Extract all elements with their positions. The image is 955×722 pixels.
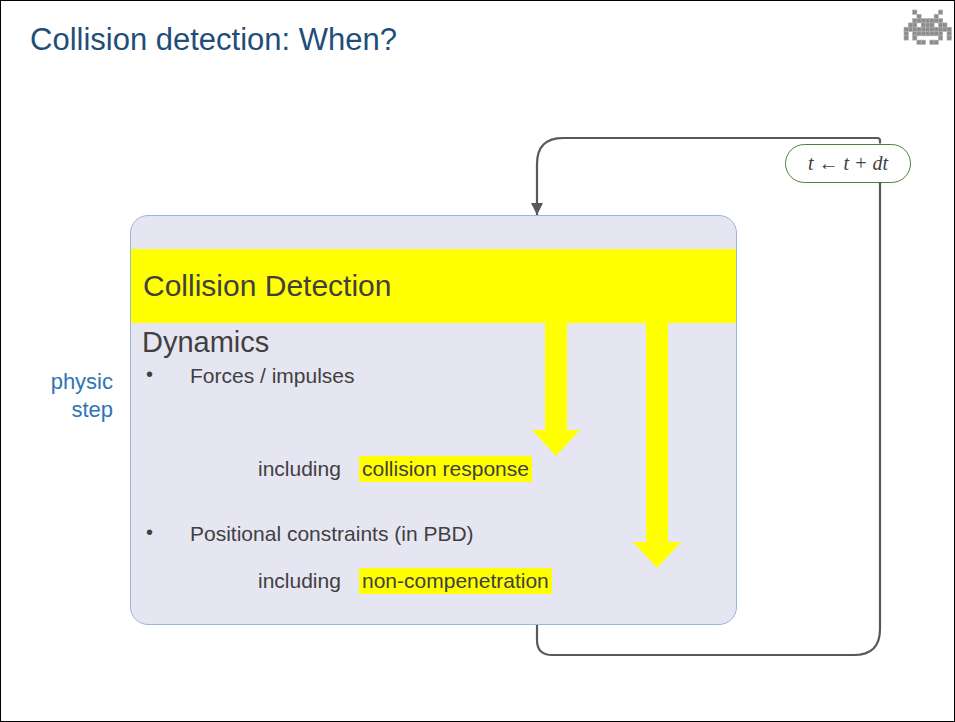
- invader-pixel: [926, 19, 930, 23]
- invader-pixel: [926, 27, 930, 31]
- slide-title: Collision detection: When?: [30, 22, 397, 58]
- node-text: non-compenetration: [362, 569, 549, 593]
- invader-pixel: [917, 27, 921, 31]
- invader-pixel: [934, 32, 938, 36]
- invader-pixel: [930, 23, 934, 27]
- collision-detection-band: Collision Detection: [131, 249, 736, 323]
- body-text: including: [258, 457, 341, 481]
- invader-pixel: [913, 10, 917, 14]
- invader-pixel: [921, 32, 925, 36]
- invader-pixel: [921, 23, 925, 27]
- invader-pixel: [934, 14, 938, 18]
- invader-pixel: [930, 19, 934, 23]
- invader-pixel: [930, 40, 934, 44]
- invader-pixel: [926, 32, 930, 36]
- label-slot: including: [258, 457, 341, 481]
- invader-pixel: [934, 27, 938, 31]
- label-slot: •: [146, 363, 153, 386]
- bullet: •: [146, 521, 153, 544]
- invader-pixel: [913, 19, 917, 23]
- invader-pixel: [943, 23, 947, 27]
- bullet-text: Positional constraints (in PBD): [190, 522, 474, 546]
- invader-pixel: [938, 10, 942, 14]
- invader-pixel: [913, 23, 917, 27]
- invader-pixel: [913, 36, 917, 40]
- bullet: •: [146, 363, 153, 386]
- label-slot: including: [258, 569, 341, 593]
- invader-pixel: [921, 27, 925, 31]
- highlight-box: collision response: [359, 456, 532, 482]
- invader-pixel: [908, 27, 912, 31]
- body-text: including: [258, 569, 341, 593]
- highlight-box: non-compenetration: [359, 568, 552, 594]
- invader-pixel: [934, 19, 938, 23]
- invader-pixel: [926, 23, 930, 27]
- section-heading: Dynamics: [142, 326, 269, 359]
- invader-pixel: [917, 40, 921, 44]
- invader-pixel: [921, 40, 925, 44]
- invader-pixel: [934, 40, 938, 44]
- title-slot: Collision detection: When?: [30, 22, 397, 58]
- invader-pixel: [917, 32, 921, 36]
- invader-pixel: [947, 32, 951, 36]
- label-slot: Dynamics: [142, 326, 269, 359]
- invader-pixel: [947, 27, 951, 31]
- invader-pixel: [908, 23, 912, 27]
- time-step-pill: t ← t + dt: [785, 144, 911, 183]
- invader-pixel: [938, 19, 942, 23]
- invader-pixel: [938, 27, 942, 31]
- invader-pixel: [904, 32, 908, 36]
- label-slot: Forces / impulses: [190, 364, 355, 388]
- label-slot: Positional constraints (in PBD): [190, 522, 474, 546]
- invader-pixel: [947, 36, 951, 40]
- invader-pixel: [921, 19, 925, 23]
- invader-pixel: [930, 32, 934, 36]
- invader-pixel: [904, 27, 908, 31]
- node-text: collision response: [362, 457, 529, 481]
- physic-step-box: physic stepCollision Detectioncollision …: [130, 215, 737, 625]
- invader-pixel: [938, 36, 942, 40]
- invader-pixel: [917, 19, 921, 23]
- node-text: Collision Detection: [143, 269, 391, 303]
- invader-pixel: [913, 32, 917, 36]
- invader-pixel: [917, 14, 921, 18]
- invader-pixel: [913, 27, 917, 31]
- label-slot: •: [146, 521, 153, 544]
- space-invader-icon: [904, 10, 951, 44]
- invader-pixel: [938, 23, 942, 27]
- bullet-text: Forces / impulses: [190, 364, 355, 388]
- node-text: physic step: [27, 368, 113, 423]
- invader-pixel: [938, 32, 942, 36]
- invader-pixel: [943, 27, 947, 31]
- node-text: t ← t + dt: [808, 152, 888, 175]
- invader-pixel: [904, 36, 908, 40]
- invader-pixel: [930, 27, 934, 31]
